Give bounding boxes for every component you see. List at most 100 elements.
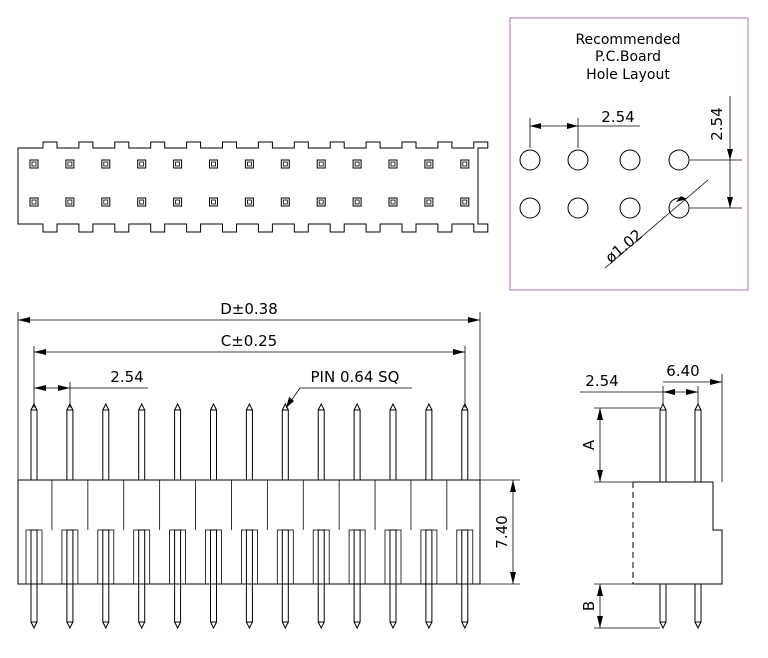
pcb-pitch-x-label: 2.54: [601, 108, 634, 126]
front-upper-pin: [30, 409, 38, 481]
pcb-pitch-y-arrow-top: [727, 149, 733, 160]
pcb-hole: [619, 149, 641, 171]
pcb-hole-dia-leader: [604, 179, 709, 269]
pcb-title-line-3: Hole Layout: [586, 67, 670, 83]
dim-height-arrow-top: [510, 480, 516, 492]
side-upper-pin-1-tip: [659, 402, 667, 411]
pcb-hole: [567, 149, 589, 171]
top-view-pad: [173, 159, 183, 169]
front-pin-channel: [276, 529, 294, 585]
pcb-pitch-y-arrow-bottom: [727, 197, 733, 208]
dim-width-label: 6.40: [666, 362, 699, 380]
top-view-pad-inner: [246, 161, 252, 167]
top-view-pad: [173, 197, 183, 207]
dim-width-arrow-right: [710, 379, 722, 385]
top-view-pads: [29, 159, 470, 207]
front-upper-pin: [210, 409, 217, 481]
top-view-pad-inner: [31, 199, 37, 205]
top-view-pad-inner: [139, 161, 145, 167]
top-view-pad-inner: [390, 199, 396, 205]
top-view-pad: [29, 197, 39, 207]
front-upper-pin: [281, 409, 289, 481]
top-view-pad-inner: [462, 161, 468, 167]
dim-c-arrow-left: [34, 349, 46, 355]
pcb-title-line-2: P.C.Board: [595, 49, 661, 65]
front-lower-pin: [66, 529, 74, 623]
front-lower-pin-tip: [353, 621, 361, 630]
front-lower-pin: [174, 529, 182, 623]
pcb-hole: [619, 197, 641, 219]
top-view-pad-inner: [246, 199, 252, 205]
front-pin-channel: [25, 529, 43, 585]
front-lower-pin: [425, 529, 433, 623]
top-view-pad: [316, 159, 326, 169]
front-lower-pin-tip: [210, 621, 217, 630]
side-body-outline: [633, 481, 723, 585]
front-upper-pin-tip: [389, 402, 397, 411]
top-view-pad: [280, 159, 290, 169]
top-view-pad: [424, 159, 434, 169]
top-view-pad: [352, 159, 362, 169]
front-lower-pin-tip: [389, 621, 397, 630]
front-upper-pin: [102, 409, 110, 481]
front-pin-channel: [348, 529, 366, 585]
front-pin-channel: [61, 529, 79, 585]
top-view-pad-inner: [282, 199, 288, 205]
top-view-pad: [244, 197, 254, 207]
front-lower-pin: [210, 529, 217, 623]
front-upper-pin-tip: [174, 402, 182, 411]
top-view-pad-inner: [426, 199, 432, 205]
top-view-pad: [137, 159, 147, 169]
front-upper-pin-tip: [317, 402, 325, 411]
pcb-title-line-1: Recommended: [575, 32, 680, 48]
dim-pitch-arrow-right: [58, 385, 70, 391]
pcb-hole-dia-label: ø1.02: [602, 226, 646, 267]
front-pin-channel: [97, 529, 115, 585]
front-pin-channel: [312, 529, 330, 585]
pin-note-label: PIN 0.64 SQ: [311, 368, 400, 386]
dim-d-arrow-right: [468, 317, 480, 323]
top-view-pad-inner: [103, 161, 109, 167]
pcb-layout-frame: [509, 17, 749, 291]
front-upper-pin-tip: [138, 402, 146, 411]
side-lower-pin-2-tip: [694, 621, 702, 630]
front-pin-channel: [456, 529, 474, 585]
top-view-pad-inner: [318, 161, 324, 167]
front-lower-pin-tip: [102, 621, 110, 630]
front-pin-channel: [240, 529, 258, 585]
dim-a-label: A: [580, 439, 598, 450]
front-lower-pin: [389, 529, 397, 623]
dim-pitch-arrow-left: [34, 385, 46, 391]
side-lower-pin-2: [694, 583, 702, 623]
front-pin-channel: [169, 529, 187, 585]
dim-row-pitch-arrow-right: [686, 389, 698, 395]
side-upper-pin-1: [659, 409, 667, 483]
top-view-pad: [388, 197, 398, 207]
dim-c-label: C±0.25: [221, 332, 277, 350]
pcb-hole: [668, 197, 690, 219]
front-pin-channel: [384, 529, 402, 585]
front-upper-pin: [461, 409, 469, 481]
front-upper-pin: [425, 409, 433, 481]
front-body-dividers: [51, 480, 448, 530]
front-upper-pin-tip: [245, 402, 253, 411]
front-lower-pin: [317, 529, 325, 623]
dim-height-label: 7.40: [493, 515, 511, 548]
top-view-pad-inner: [175, 199, 181, 205]
pcb-hole: [519, 197, 541, 219]
front-upper-pin: [174, 409, 182, 481]
front-lower-pin-tip: [245, 621, 253, 630]
top-view-pad: [244, 159, 254, 169]
top-view-pad: [65, 159, 75, 169]
front-lower-pin: [461, 529, 469, 623]
front-upper-pin-tip: [210, 402, 217, 411]
top-view-pad: [460, 197, 470, 207]
front-pin-channel: [420, 529, 438, 585]
pcb-pitch-y-label: 2.54: [708, 107, 726, 140]
dim-a-arrow-bottom: [597, 470, 603, 482]
pcb-holes: [519, 149, 690, 219]
front-lower-pin-tip: [66, 621, 74, 630]
top-view-pad: [101, 197, 111, 207]
top-view-pad-inner: [282, 161, 288, 167]
